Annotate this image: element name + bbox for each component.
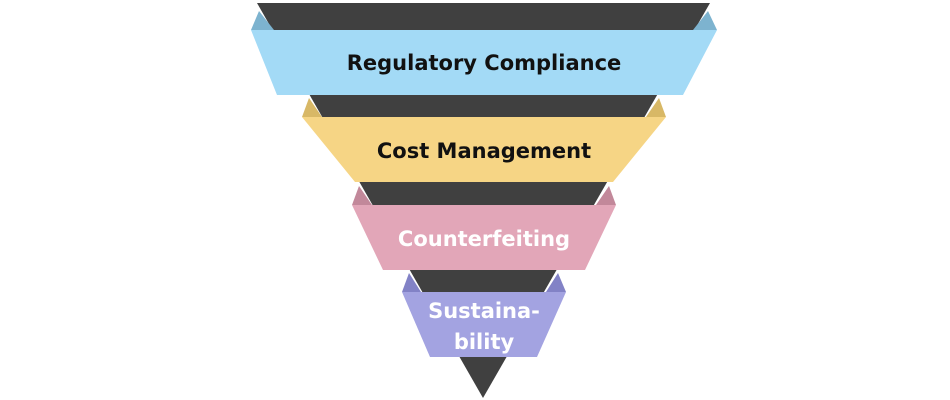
level-flap-left: [251, 11, 274, 30]
level-band: [302, 117, 666, 182]
level-band: [352, 205, 616, 270]
level-flap-right: [596, 186, 616, 205]
level-label-line-2: bility: [454, 330, 515, 354]
level-label: Counterfeiting: [398, 227, 570, 251]
funnel-level-4: Sustaina- bility: [402, 273, 566, 357]
level-band: [402, 292, 566, 357]
level-flap-right: [546, 273, 566, 292]
level-label-line-1: Sustaina-: [428, 299, 540, 323]
level-band: [251, 30, 717, 95]
level-label: Regulatory Compliance: [347, 51, 622, 75]
level-label: Cost Management: [377, 139, 591, 163]
level-flap-left: [352, 186, 372, 205]
funnel-core-triangle: [257, 3, 710, 398]
funnel-level-2: Cost Management: [302, 98, 666, 182]
funnel-level-3: Counterfeiting: [352, 186, 616, 270]
level-flap-right: [693, 11, 717, 30]
level-flap-left: [402, 273, 421, 292]
level-flap-left: [302, 98, 322, 117]
funnel-level-1: Regulatory Compliance: [251, 11, 717, 95]
level-flap-right: [646, 98, 666, 117]
